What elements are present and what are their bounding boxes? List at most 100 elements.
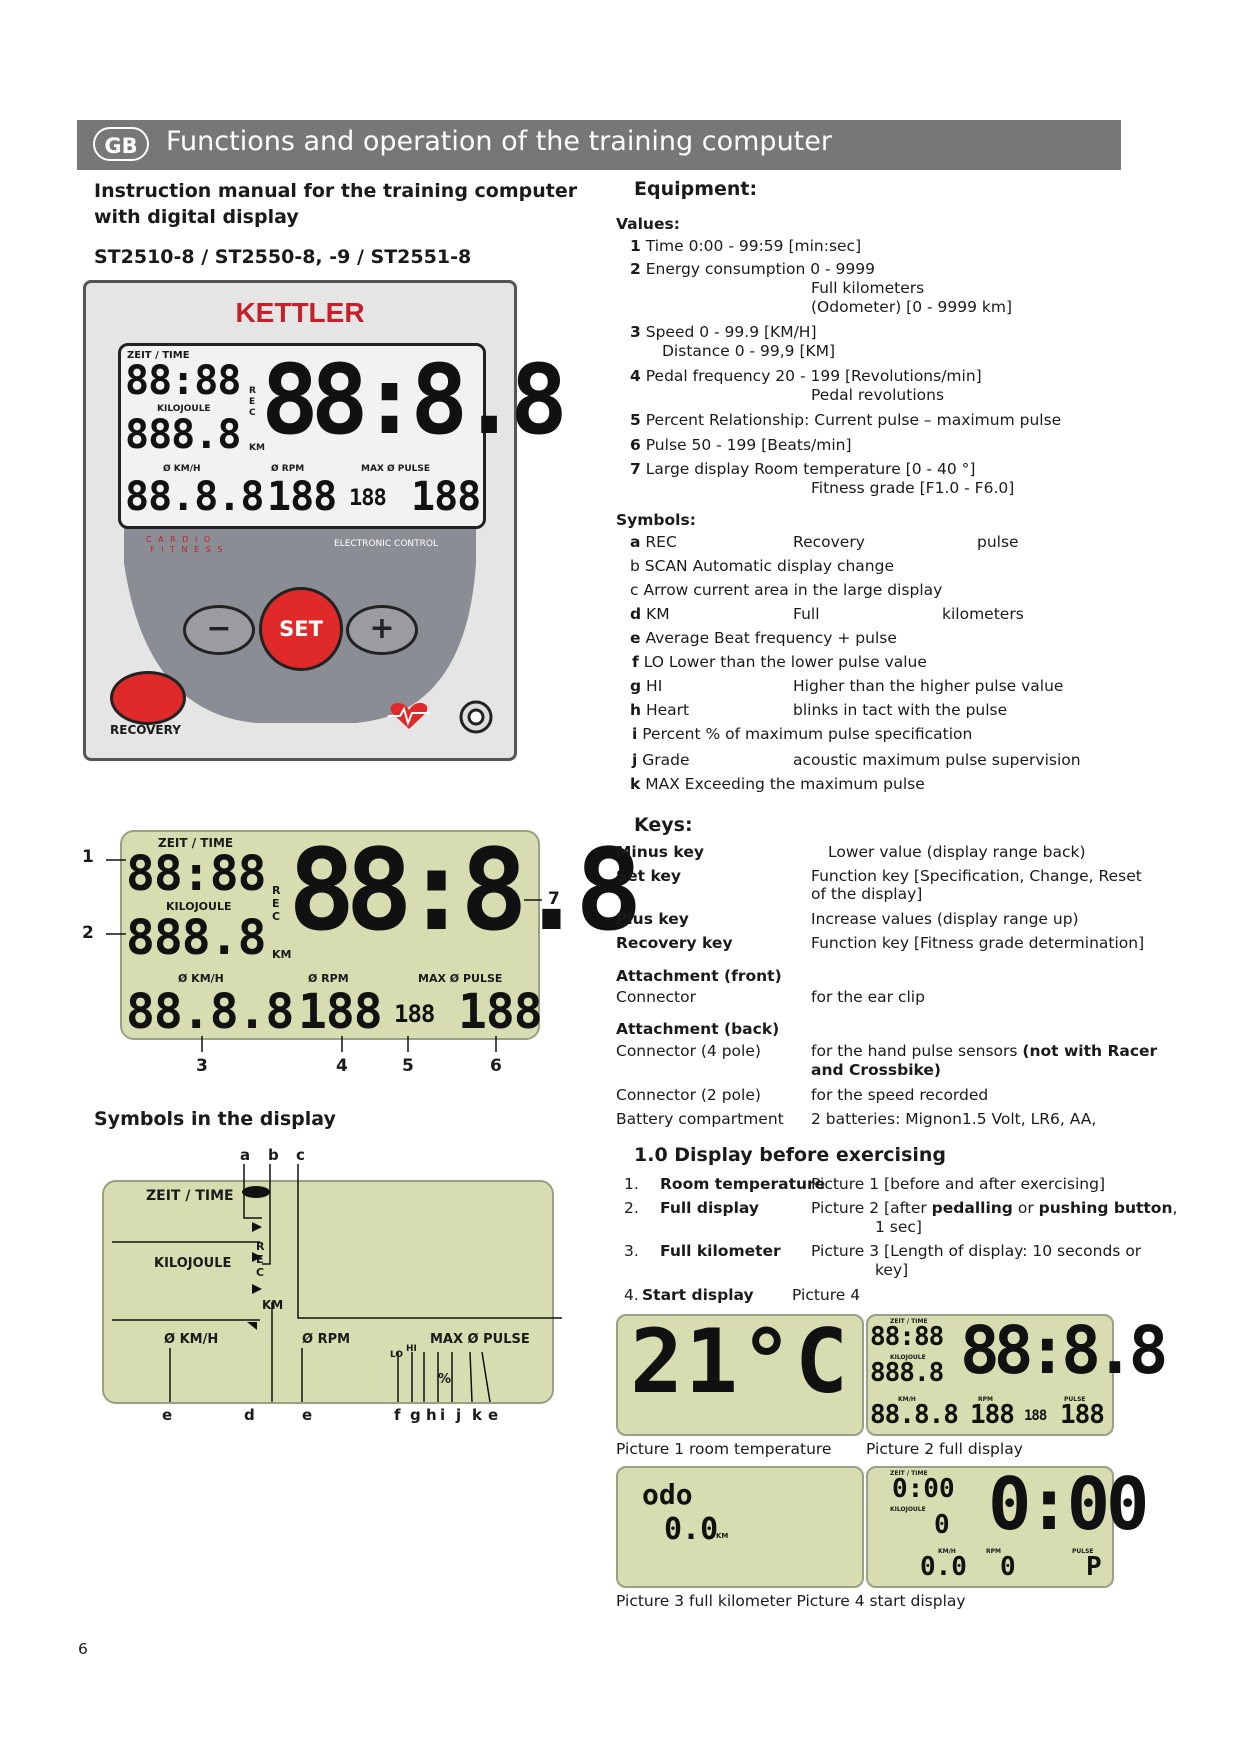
symbol-row-f: f LO Lower than the lower pulse value <box>632 653 927 671</box>
symbol-callout-lines <box>112 1164 562 1403</box>
lcd-digits-percent: 188 <box>1024 1408 1047 1424</box>
display-item-label: Full display <box>660 1199 760 1217</box>
pic3-km-value: 0.0 <box>664 1512 719 1547</box>
brand-logo: KETTLER <box>235 297 365 328</box>
values-item-2: 2 Energy consumption 0 - 9999 <box>630 260 875 278</box>
lcd-digits-large: 88:8.8 <box>960 1312 1168 1389</box>
lcd-digits-time: 88:88 <box>126 846 266 902</box>
lcd-label-pulse: PULSE <box>1072 1548 1094 1555</box>
symbol-row-a: a REC <box>630 533 677 551</box>
symbol-row-d-b: Full <box>793 605 820 623</box>
values-item-3-cont: Distance 0 - 99,9 [KM] <box>662 342 836 360</box>
symbol-letter-d: d <box>244 1406 255 1424</box>
picture-2-caption: Picture 2 full display <box>866 1440 1023 1458</box>
lcd-digits-large: 88:8.8 <box>288 826 643 956</box>
numbered-lcd-diagram: ZEIT / TIME 88:88 KILOJOULE 888.8 REC KM… <box>120 826 643 1040</box>
lcd-label-rpm: Ø RPM <box>308 972 349 985</box>
display-item-label: Room temperature <box>660 1175 826 1193</box>
lcd-label-rpm: RPM <box>986 1548 1001 1555</box>
symbol-letter-a: a <box>240 1146 251 1164</box>
values-item-7-cont: Fitness grade [F1.0 - F6.0] <box>811 479 1015 497</box>
symbol-letter-i: i <box>440 1406 446 1424</box>
display-before-exercising-title: 1.0 Display before exercising <box>634 1144 947 1166</box>
lcd-digits-rpm: 188 <box>267 474 337 520</box>
display-item-desc: Picture 4 <box>792 1286 861 1304</box>
symbols-title: Symbols: <box>616 511 696 529</box>
symbol-letter-e: e <box>162 1406 173 1424</box>
header-bar <box>77 120 1121 170</box>
attachment-back: Attachment (back) <box>616 1020 780 1038</box>
key-recovery-desc: Function key [Fitness grade determinatio… <box>811 934 1145 952</box>
lcd-digits-pulse: 188 <box>458 984 543 1040</box>
lcd-digits-energy: 888.8 <box>870 1358 944 1388</box>
set-button[interactable]: SET <box>259 587 343 671</box>
lcd-label-pulse: PULSE <box>1064 1396 1086 1403</box>
key-plus-desc: Increase values (display range up) <box>811 910 1079 928</box>
symbol-row-h: h Heart <box>630 701 690 719</box>
symbol-row-g-b: Higher than the higher pulse value <box>793 677 1064 695</box>
pic4-kj-value: 0 <box>934 1510 950 1540</box>
display-item-num: 1. <box>624 1175 639 1193</box>
cardio-label: C A R D I O <box>146 535 213 544</box>
numbered-callout-lines <box>106 859 542 1052</box>
display-item-num: 3. <box>624 1242 639 1260</box>
lcd-label-time: ZEIT / TIME <box>890 1470 928 1477</box>
values-item-6: 6 Pulse 50 - 199 [Beats/min] <box>630 436 852 454</box>
callout-3: 3 <box>196 1056 208 1076</box>
lcd-label-kmh: KM/H <box>898 1396 916 1403</box>
symbol-row-i: i Percent % of maximum pulse specificati… <box>632 725 973 743</box>
key-set-desc: of the display] <box>811 885 923 903</box>
lcd-label-kmh: Ø KM/H <box>163 464 201 474</box>
lcd-digits-energy: 888.8 <box>126 910 266 966</box>
key-recovery: Recovery key <box>616 934 733 952</box>
heart-pulse-icon <box>388 702 430 729</box>
lcd-rec: REC <box>272 884 281 923</box>
language-badge: GB <box>93 127 149 161</box>
lcd-lo: LO <box>390 1350 404 1360</box>
intro-title: Instruction manual for the training comp… <box>94 180 578 228</box>
symbol-row-d-c: kilometers <box>942 605 1024 623</box>
display-item-num: 2. <box>624 1199 639 1217</box>
lcd-label-time: ZEIT / TIME <box>890 1318 928 1325</box>
model-numbers: ST2510-8 / ST2550-8, -9 / ST2551-8 <box>94 246 472 268</box>
plus-button[interactable]: + <box>346 605 418 655</box>
symbol-letter-b: b <box>268 1146 279 1164</box>
lcd-digits-rpm: 188 <box>298 984 383 1040</box>
lcd-rec: REC <box>256 1240 265 1279</box>
picture-2-full-display: ZEIT / TIME 88:88 KILOJOULE 888.8 88:8.8… <box>866 1312 1168 1436</box>
lcd-digits-speed: 88.8.8 <box>126 984 294 1040</box>
connector-4pole-desc: for the hand pulse sensors (not with Rac… <box>811 1042 1158 1060</box>
pic4-pulse-value: P <box>1086 1552 1102 1582</box>
display-item-desc: key] <box>875 1261 909 1279</box>
callout-4: 4 <box>336 1056 348 1076</box>
battery-compartment: Battery compartment <box>616 1110 784 1128</box>
keys-title: Keys: <box>634 814 693 836</box>
values-title: Values: <box>616 215 680 233</box>
symbols-display-title: Symbols in the display <box>94 1108 336 1130</box>
symbol-letter-c: c <box>296 1146 305 1164</box>
symbol-row-j-b: acoustic maximum pulse supervision <box>793 751 1081 769</box>
lcd-label-rpm: RPM <box>978 1396 993 1403</box>
picture-3-4-caption: Picture 3 full kilometer Picture 4 start… <box>616 1592 966 1610</box>
connector-4pole-desc: and Crossbike) <box>811 1061 942 1079</box>
symbol-row-k: k MAX Exceeding the maximum pulse <box>630 775 925 793</box>
pic4-kmh-value: 0.0 <box>920 1552 967 1582</box>
pic4-rpm-value: 0 <box>1000 1552 1016 1582</box>
lcd-label-kilojoule: KILOJOULE <box>890 1506 926 1513</box>
minus-button[interactable]: − <box>183 605 255 655</box>
display-item-label: Start display <box>642 1286 754 1304</box>
symbol-row-b: b SCAN Automatic display change <box>630 557 894 575</box>
lcd-digits-percent: 188 <box>349 486 387 511</box>
console-lcd: ZEIT / TIME 88:88 KILOJOULE 888.8 REC KM… <box>118 343 568 529</box>
lcd-digits-rpm: 188 <box>970 1400 1015 1430</box>
display-item-desc: Picture 2 [after pedalling or pushing bu… <box>811 1199 1178 1217</box>
connector-front-desc: for the ear clip <box>811 988 925 1006</box>
lcd-digits-time: 88:88 <box>125 358 241 404</box>
values-item-4: 4 Pedal frequency 20 - 199 [Revolutions/… <box>630 367 982 385</box>
lcd-digits-speed: 88.8.8 <box>870 1400 959 1430</box>
lcd-digits-time: 88:88 <box>870 1322 944 1352</box>
recovery-button[interactable] <box>110 671 186 725</box>
key-plus: Plus key <box>616 910 689 928</box>
console-illustration: KETTLER ZEIT / TIME 88:88 KILOJOULE 888.… <box>83 280 568 761</box>
key-minus: Minus key <box>616 843 704 861</box>
